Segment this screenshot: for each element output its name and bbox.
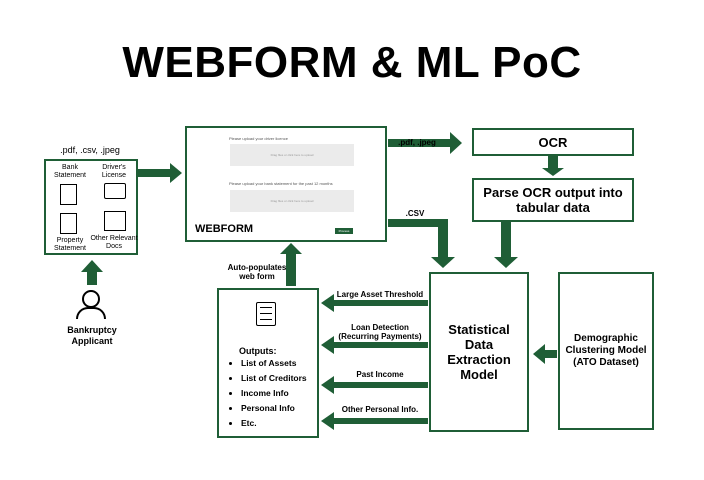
drop-zone-2[interactable]: Drag files or click here to upload xyxy=(230,190,354,212)
demographic-label: Demographic Clustering Model (ATO Datase… xyxy=(565,333,647,368)
other-docs-icon xyxy=(104,211,126,231)
arrow-csv-to-model xyxy=(388,219,455,268)
property-statement-icon xyxy=(60,213,77,234)
arrow-loan xyxy=(321,336,428,354)
flow-label-other-personal: Other Personal Info. xyxy=(341,405,419,414)
outputs-heading: Outputs: xyxy=(239,346,277,356)
model-label: Statistical Data Extraction Model xyxy=(447,322,511,382)
ocr-label: OCR xyxy=(538,134,568,150)
person-body-icon xyxy=(76,307,106,319)
upload-label-1: Please upload your driver licence xyxy=(229,136,288,141)
arrow-parse-to-model xyxy=(494,222,518,268)
input-formats-label: .pdf, .csv, .jpeg xyxy=(60,145,120,155)
submit-button[interactable]: Process xyxy=(335,228,353,234)
outputs-box: Outputs: List of Assets List of Creditor… xyxy=(217,288,319,438)
arrow-other-personal xyxy=(321,412,428,430)
output-item: Personal Info xyxy=(241,403,307,413)
arrow-large-asset xyxy=(321,294,428,312)
doc-label-bank: Bank Statement xyxy=(54,164,86,179)
upload-label-2: Please upload your bank statement for th… xyxy=(229,181,333,186)
arrow-past-income xyxy=(321,376,428,394)
applicant-label: Bankruptcy Applicant xyxy=(67,325,117,346)
arrow-outputs-to-webform xyxy=(280,243,302,286)
webform-label: WEBFORM xyxy=(195,223,254,235)
bank-statement-icon xyxy=(60,184,77,205)
arrow-ocr-to-parse xyxy=(542,156,564,176)
arrow-demographic-to-model xyxy=(533,344,557,364)
checklist-icon xyxy=(256,302,276,326)
demographic-model-box: Demographic Clustering Model (ATO Datase… xyxy=(558,272,654,430)
output-item: List of Creditors xyxy=(241,373,307,383)
statistical-model-box: Statistical Data Extraction Model xyxy=(429,272,529,432)
output-item: Income Info xyxy=(241,388,307,398)
doc-label-property: Property Statement xyxy=(54,237,86,252)
flow-label-large-asset: Large Asset Threshold xyxy=(336,290,424,299)
flow-label-past-income: Past Income xyxy=(356,370,404,379)
page-title: WEBFORM & ML PoC xyxy=(122,38,582,87)
webform-box: Please upload your driver licence Drag f… xyxy=(185,126,387,242)
output-item: List of Assets xyxy=(241,358,307,368)
arrow-docs-to-webform xyxy=(138,163,182,183)
flow-label-csv: .CSV xyxy=(405,209,425,218)
flow-label-autopopulate: Auto-populates web form xyxy=(227,263,287,281)
doc-label-license: Driver's License xyxy=(101,164,127,179)
drivers-license-icon xyxy=(104,183,126,199)
arrow-applicant-to-docs xyxy=(81,260,103,285)
arrow-webform-to-ocr xyxy=(388,132,462,154)
flow-label-pdf-jpeg: .pdf, .jpeg xyxy=(398,138,436,147)
ocr-box: OCR xyxy=(472,128,634,156)
doc-label-other: Other Relevant Docs xyxy=(90,235,138,250)
drop-zone-1[interactable]: Drag files or click here to upload xyxy=(230,144,354,166)
person-icon xyxy=(82,290,100,308)
input-documents-box: Bank Statement Driver's License Property… xyxy=(44,159,138,255)
outputs-list: List of Assets List of Creditors Income … xyxy=(225,358,307,433)
output-item: Etc. xyxy=(241,418,307,428)
flow-label-loan: Loan Detection (Recurring Payments) xyxy=(338,323,422,341)
parse-label: Parse OCR output into tabular data xyxy=(483,185,623,215)
parse-box: Parse OCR output into tabular data xyxy=(472,178,634,222)
